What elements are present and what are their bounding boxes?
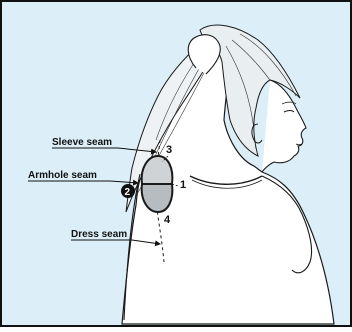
marker-4: 4 (164, 214, 171, 226)
label-sleeve-seam: Sleeve seam (52, 137, 112, 148)
marker-1-text: 1 (180, 179, 186, 191)
marker-4-text: 4 (164, 214, 171, 226)
marker-2: 2 (121, 184, 135, 198)
marker-3-text: 3 (166, 144, 172, 156)
label-dress-seam: Dress seam (71, 229, 127, 240)
label-armhole-seam: Armhole seam (28, 170, 97, 181)
marker-2-text: 2 (125, 187, 131, 198)
